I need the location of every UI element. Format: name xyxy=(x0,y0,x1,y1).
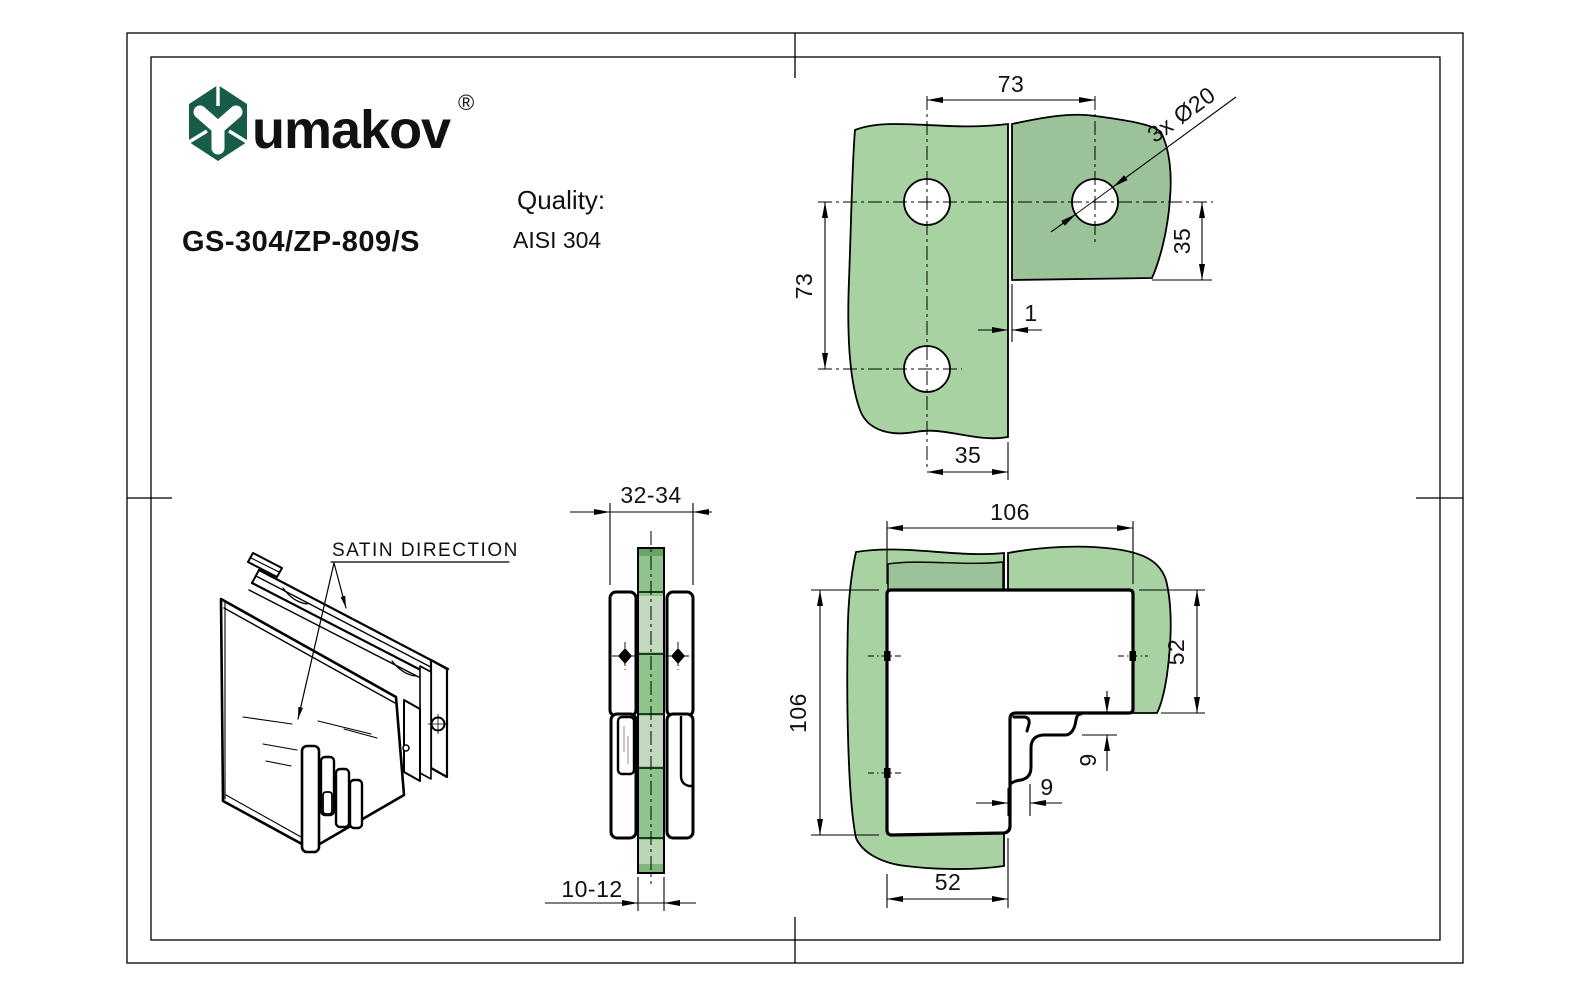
dim-width: 106 xyxy=(990,499,1030,525)
sheet-frame xyxy=(126,32,1464,964)
dim-glass-thickness: 10-12 xyxy=(561,876,622,902)
interlock-step-lines xyxy=(1010,712,1083,785)
iso-top-strip xyxy=(248,568,450,690)
satin-direction-callout xyxy=(297,561,510,720)
dim-edge-offset-bottom: 35 xyxy=(955,442,982,468)
dim-hole-spacing-horizontal: 73 xyxy=(998,71,1025,97)
umakov-logo: umakov ® xyxy=(188,85,474,161)
dim-hole-spacing-vertical: 73 xyxy=(791,273,817,300)
side-screws xyxy=(612,642,691,670)
part-number: GS-304/ZP-809/S xyxy=(182,226,420,258)
side-view: 32-34 10-12 xyxy=(545,482,712,911)
holes-callout: 3x Ø20 xyxy=(1142,81,1220,147)
iso-view xyxy=(219,552,510,854)
dim-arm-right: 52 xyxy=(1163,639,1189,666)
clamp-plate-front xyxy=(885,588,1135,837)
quality-value: AISI 304 xyxy=(513,227,601,253)
dim-step-vertical: 9 xyxy=(1075,753,1101,766)
registered-mark: ® xyxy=(458,90,474,115)
iso-bottom-tabs xyxy=(300,744,364,854)
dim-arm-bottom: 52 xyxy=(935,869,962,895)
brand-wordmark: umakov xyxy=(252,100,451,160)
top-view: 73 73 35 35 1 3x Ø20 xyxy=(791,71,1237,480)
centerlines xyxy=(818,96,1213,470)
quality-label: Quality: xyxy=(517,185,605,215)
glass-back-strip xyxy=(887,561,1004,591)
dim-glass-gap: 1 xyxy=(1024,300,1037,326)
screw-center-ticks xyxy=(868,651,1148,778)
dim-clamp-width: 32-34 xyxy=(620,482,681,508)
satin-direction-label: SATIN DIRECTION xyxy=(332,540,519,561)
glass-pane-left xyxy=(847,122,1009,440)
dim-height: 106 xyxy=(785,693,811,733)
iso-right-wing xyxy=(402,658,449,782)
front-view: 106 106 52 52 9 9 xyxy=(785,499,1205,908)
satin-texture-lines xyxy=(242,716,378,767)
dim-step-horizontal: 9 xyxy=(1040,774,1053,800)
dim-edge-offset-right: 35 xyxy=(1169,228,1195,255)
